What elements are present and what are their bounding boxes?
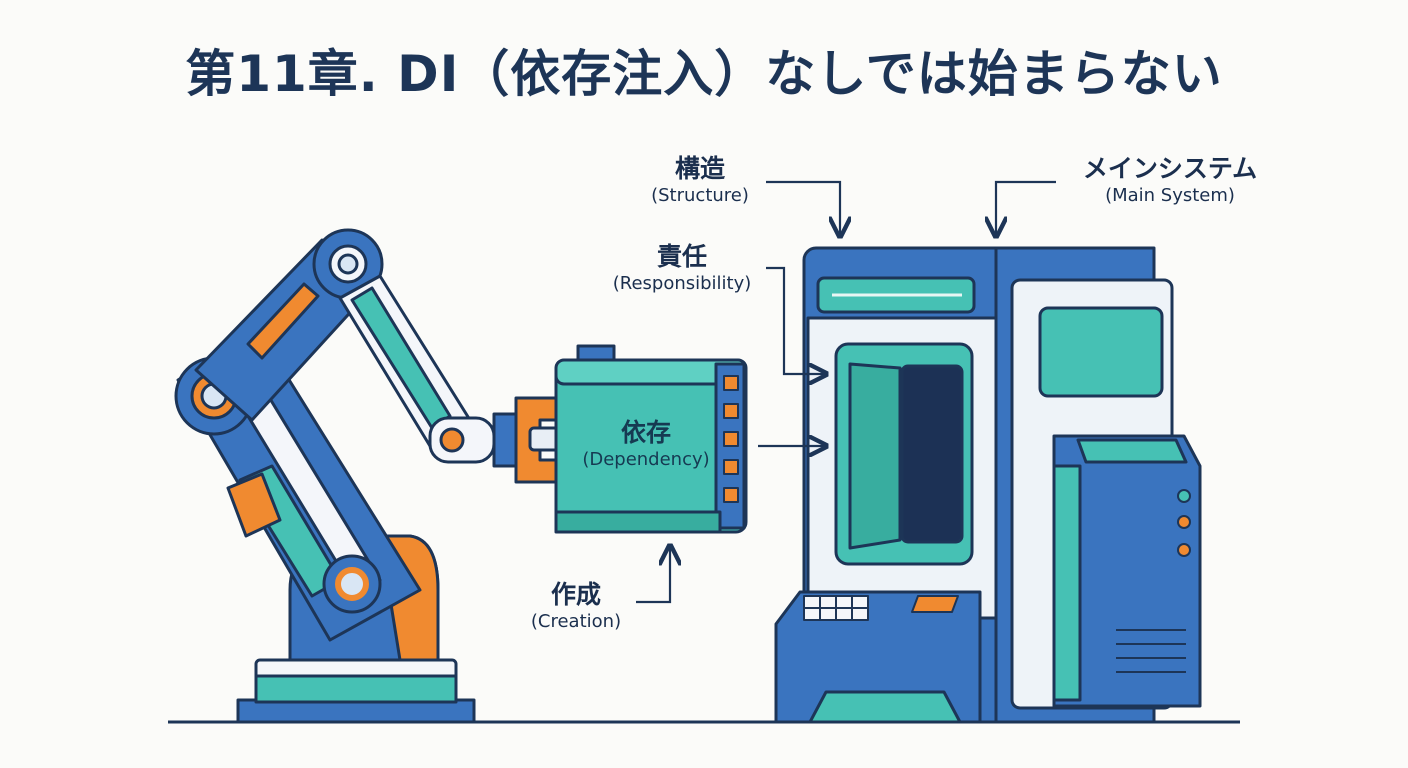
main-system-label: メインシステム (Main System) [1060, 154, 1280, 208]
main-system-label-jp: メインシステム [1082, 154, 1258, 183]
structure-label: 構造 (Structure) [620, 154, 780, 208]
creation-label: 作成 (Creation) [506, 580, 646, 634]
main-system-icon [774, 246, 1202, 724]
structure-label-jp: 構造 [674, 154, 725, 183]
responsibility-arrow [766, 266, 824, 374]
structure-label-en: (Structure) [651, 185, 749, 206]
dependency-label: 依存 (Dependency) [556, 418, 736, 472]
responsibility-label-jp: 責任 [656, 242, 707, 271]
responsibility-label: 責任 (Responsibility) [592, 242, 772, 296]
page-title: 第11章. DI（依存注入）なしでは始まらない [185, 45, 1223, 103]
responsibility-label-en: (Responsibility) [612, 273, 752, 294]
main-system-label-en: (Main System) [1105, 185, 1235, 206]
dependency-label-en: (Dependency) [582, 449, 710, 470]
robot-arm-icon [174, 228, 588, 724]
dependency-label-jp: 依存 [620, 418, 671, 447]
structure-arrow [766, 180, 840, 234]
dependency-module-icon [554, 344, 748, 534]
creation-label-jp: 作成 [550, 580, 601, 609]
creation-arrow [636, 548, 670, 604]
main-system-arrow [996, 180, 1056, 234]
creation-label-en: (Creation) [530, 611, 622, 632]
